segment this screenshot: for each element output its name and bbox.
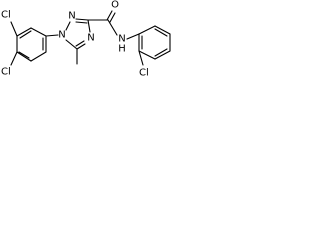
nitrogen-atom-n1: N [58,30,65,41]
bond [30,27,47,37]
triazole-ring [65,18,91,65]
bond [106,10,113,21]
bond [75,21,88,24]
nitrogen-atom-n2: N [68,11,75,22]
bond [75,18,89,21]
amide-nitrogen-atom: N [118,34,125,45]
nitrogen-atom-n4: N [87,33,94,44]
molecule-structure: Cl Cl N N N O N H [1,0,171,79]
bond [126,33,140,40]
bond [19,30,32,39]
chlorophenyl-ring [138,25,171,66]
bond [154,28,168,37]
bond [154,50,171,60]
bond [76,43,86,50]
bond [18,51,30,59]
bond [16,51,32,62]
chlorine-atom-right: Cl [139,68,149,79]
bond [87,19,91,33]
bond [138,50,144,66]
dichlorophenyl-ring [10,21,47,66]
bond [10,21,18,37]
bond [154,48,168,57]
bond [10,51,18,66]
bond [65,21,71,31]
bond [65,39,78,50]
bond [45,34,59,37]
bond [154,25,171,35]
carboxamide-group [87,10,118,36]
bond [107,19,118,36]
bond [109,12,116,23]
chlorine-atom-top: Cl [1,10,11,21]
bond [16,27,32,37]
bond [30,51,47,62]
oxygen-atom: O [111,0,119,11]
bond [138,25,156,35]
bond [138,50,156,60]
chlorine-atom-bottom: Cl [1,67,11,78]
amide-hydrogen-atom: H [118,44,126,55]
bond [75,40,85,47]
